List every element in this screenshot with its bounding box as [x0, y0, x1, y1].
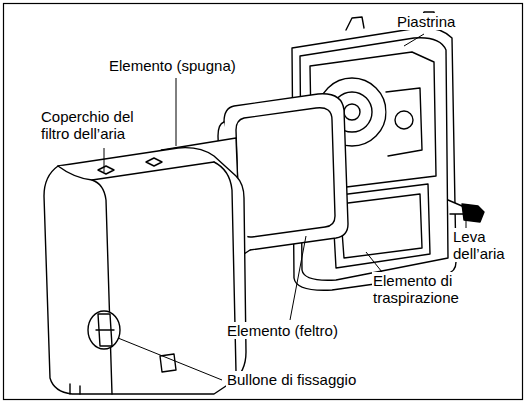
part-label: Leva dell’aria	[452, 228, 520, 262]
part-label: Piastrina	[396, 13, 456, 30]
leader-line	[466, 220, 467, 228]
part-label: Elemento di traspirazione	[372, 272, 486, 306]
part-label: Elemento (spugna)	[108, 57, 237, 74]
leader-line	[366, 252, 382, 272]
leader-line	[118, 338, 222, 380]
fixing-bolt-drawing	[88, 311, 120, 349]
leader-line	[176, 78, 177, 146]
air-filter-cover-drawing	[44, 148, 246, 394]
leader-lines	[104, 34, 466, 380]
part-label: Coperchio del filtro dell’aria	[40, 108, 152, 142]
part-label: Elemento (feltro)	[226, 322, 339, 339]
part-label: Bullone di fissaggio	[226, 371, 357, 388]
leader-line	[104, 148, 105, 172]
figure-frame	[4, 4, 523, 400]
leader-line	[404, 34, 424, 46]
leader-line	[290, 236, 306, 320]
